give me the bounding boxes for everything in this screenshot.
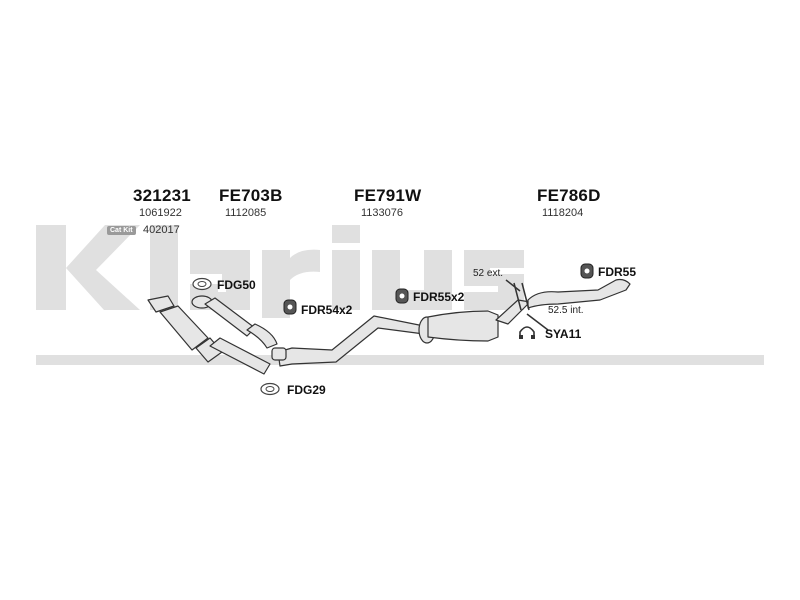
part-code-321231: 321231 [133,186,191,205]
fitting-label-fdr55: FDR55 [598,265,637,279]
fitting-label-fdr54x2: FDR54x2 [301,303,353,317]
part-number-321231: 1061922 [139,207,182,219]
cat-kit-badge: Cat Kit [107,226,136,235]
rear-box-fe786d [418,278,631,344]
part-code-fe791w: FE791W [354,186,422,205]
part-code-fe703b: FE703B [219,186,283,205]
part-code-fe786d: FE786D [537,186,601,205]
note-int: 52.5 int. [548,305,584,316]
fitting-label-sya11: SYA11 [545,327,582,341]
rubber-hanger-icon [580,263,594,279]
part-number-fe703b: 1112085 [225,207,267,219]
cat-kit-number: 402017 [143,224,180,236]
gasket-icon [260,382,280,396]
catalytic-converter-321231 [147,295,223,363]
part-number-fe791w: 1133076 [361,207,404,219]
gasket-icon [192,277,212,291]
fitting-label-fdg50: FDG50 [217,278,256,292]
rubber-hanger-icon [283,299,297,315]
part-number-fe786d: 1118204 [542,207,584,219]
note-ext: 52 ext. [473,268,504,279]
fitting-label-fdg29: FDG29 [287,383,326,397]
fitting-label-fdr55x2: FDR55x2 [413,290,465,304]
middle-pipe-fe791w [271,315,425,367]
front-pipe-fe703b [191,295,278,375]
clamp-icon [519,326,535,339]
rubber-hanger-icon [395,288,409,304]
